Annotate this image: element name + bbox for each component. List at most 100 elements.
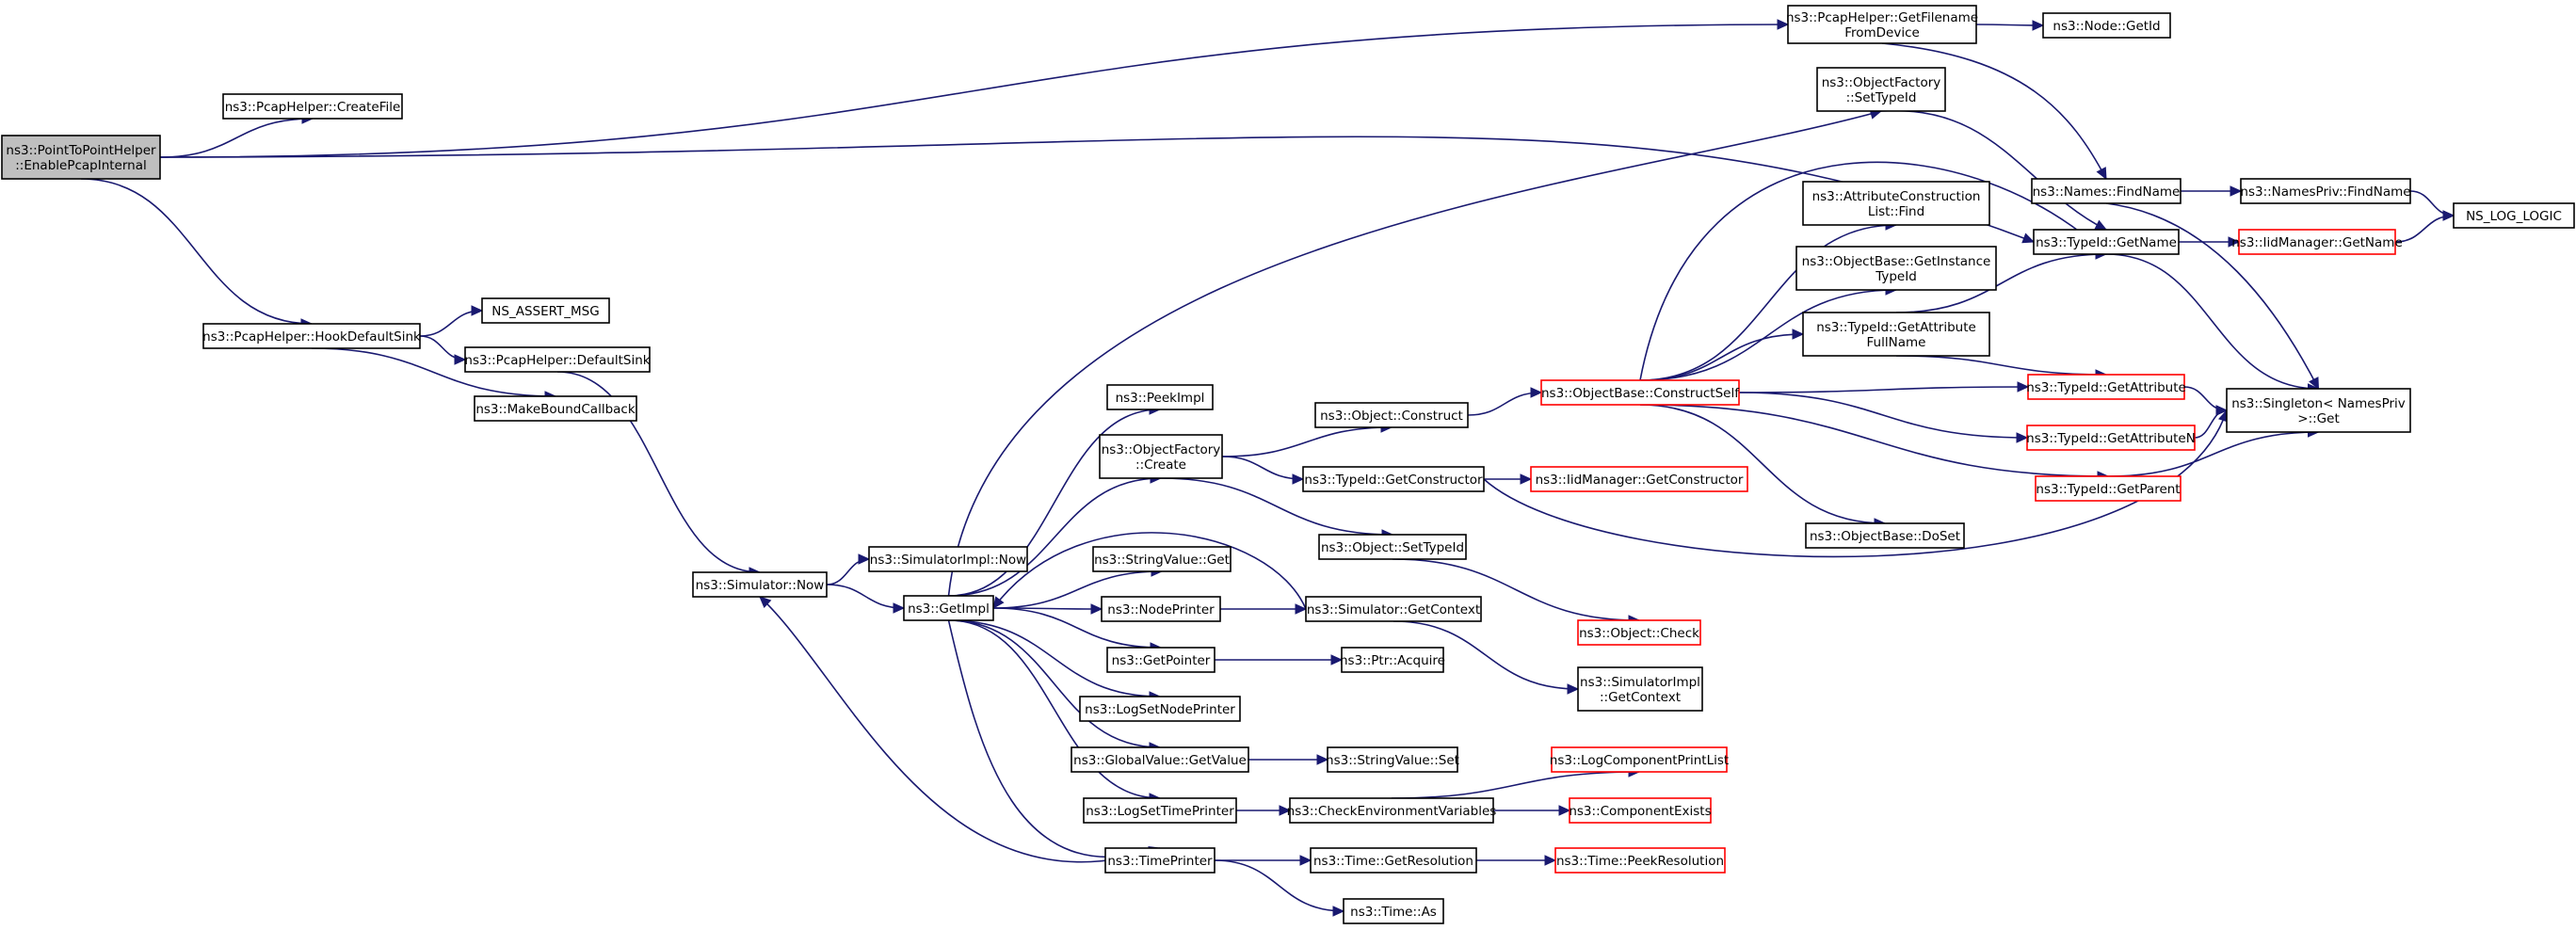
node-singletonget[interactable]: ns3::Singleton< NamesPriv >::Get	[2226, 388, 2411, 433]
node-makeboundcallback[interactable]: ns3::MakeBoundCallback	[474, 395, 637, 422]
node-box[interactable]	[1083, 797, 1237, 824]
node-box[interactable]	[1530, 466, 1748, 492]
node-getimpl[interactable]: ns3::GetImpl	[903, 595, 994, 621]
node-box[interactable]	[1802, 181, 1990, 226]
node-box[interactable]	[903, 595, 994, 621]
node-compexists[interactable]: ns3::ComponentExists	[1569, 797, 1712, 824]
node-simnow[interactable]: ns3::Simulator::Now	[692, 571, 828, 598]
node-nodegetid[interactable]: ns3::Node::GetId	[2042, 12, 2171, 39]
node-box[interactable]	[1071, 746, 1249, 773]
node-constructself[interactable]: ns3::ObjectBase::ConstructSelf	[1540, 379, 1740, 406]
node-box[interactable]	[1092, 546, 1232, 572]
node-box[interactable]	[1551, 746, 1728, 773]
node-typeidgetattributen[interactable]: ns3::TypeId::GetAttributeN	[2026, 425, 2196, 451]
node-box[interactable]	[222, 93, 403, 120]
node-root[interactable]: ns3::PointToPointHelper::EnablePcapInter…	[1, 135, 161, 180]
node-peekimpl[interactable]: ns3::PeekImpl	[1106, 384, 1214, 410]
node-hookdefaultsink[interactable]: ns3::PcapHelper::HookDefaultSink	[202, 323, 421, 349]
node-getpointer[interactable]: ns3::GetPointer	[1106, 647, 1216, 673]
node-box[interactable]	[1787, 5, 1977, 44]
node-box[interactable]	[2026, 425, 2196, 451]
node-typeidgetparent[interactable]: ns3::TypeId::GetParent	[2035, 475, 2182, 502]
node-namesprivfindname[interactable]: ns3::NamesPriv::FindName	[2240, 178, 2411, 204]
node-box[interactable]	[2031, 178, 2182, 204]
node-iidgetname[interactable]: ns3::IidManager::GetName	[2231, 229, 2403, 255]
node-objconstruct[interactable]: ns3::Object::Construct	[1314, 402, 1469, 428]
node-box[interactable]	[481, 297, 610, 324]
node-timeprinter[interactable]: ns3::TimePrinter	[1104, 847, 1216, 874]
node-nsassertmsg[interactable]: NS_ASSERT_MSG	[481, 297, 610, 324]
node-iidgetconstructor[interactable]: ns3::IidManager::GetConstructor	[1530, 466, 1748, 492]
node-box[interactable]	[1289, 797, 1494, 824]
node-box[interactable]	[868, 546, 1028, 572]
node-timeas[interactable]: ns3::Time::As	[1343, 898, 1444, 924]
node-box[interactable]	[2033, 229, 2180, 255]
node-nslog[interactable]: NS_LOG_LOGIC	[2453, 202, 2575, 229]
node-logcompprintlist[interactable]: ns3::LogComponentPrintList	[1550, 746, 1729, 773]
node-box[interactable]	[1795, 246, 1997, 291]
node-box[interactable]	[2226, 388, 2411, 433]
node-globalvalueget[interactable]: ns3::GlobalValue::GetValue	[1071, 746, 1249, 773]
node-box[interactable]	[1104, 847, 1216, 874]
node-box[interactable]	[202, 323, 421, 349]
node-box[interactable]	[1305, 596, 1482, 622]
node-box[interactable]	[1106, 384, 1214, 410]
node-box[interactable]	[1569, 797, 1712, 824]
node-box[interactable]	[1, 135, 161, 180]
node-box[interactable]	[1314, 402, 1469, 428]
node-peekresolution[interactable]: ns3::Time::PeekResolution	[1554, 847, 1726, 874]
node-dosetobj[interactable]: ns3::ObjectBase::DoSet	[1805, 522, 1965, 549]
node-box[interactable]	[1802, 312, 1990, 357]
node-objcheck[interactable]: ns3::Object::Check	[1577, 619, 1701, 646]
node-checkenvvars[interactable]: ns3::CheckEnvironmentVariables	[1287, 797, 1497, 824]
node-simgetcontext[interactable]: ns3::Simulator::GetContext	[1305, 596, 1482, 622]
node-simimplnow[interactable]: ns3::SimulatorImpl::Now	[868, 546, 1028, 572]
node-ofsettypeid[interactable]: ns3::ObjectFactory::SetTypeId	[1816, 67, 1946, 112]
node-box[interactable]	[2035, 475, 2182, 502]
node-box[interactable]	[1101, 596, 1221, 622]
node-box[interactable]	[1302, 466, 1485, 492]
node-timegetresolution[interactable]: ns3::Time::GetResolution	[1310, 847, 1477, 874]
node-box[interactable]	[1816, 67, 1946, 112]
node-logsetnodeprinter[interactable]: ns3::LogSetNodePrinter	[1079, 696, 1241, 722]
node-simimplgetcontext[interactable]: ns3::SimulatorImpl::GetContext	[1577, 666, 1703, 712]
node-box[interactable]	[2453, 202, 2575, 229]
node-box[interactable]	[1106, 647, 1216, 673]
node-box[interactable]	[474, 395, 637, 422]
node-stringvalueset[interactable]: ns3::StringValue::Set	[1326, 746, 1459, 773]
node-box[interactable]	[1318, 534, 1467, 560]
node-ofcreate[interactable]: ns3::ObjectFactory::Create	[1099, 434, 1223, 479]
node-box[interactable]	[1343, 898, 1444, 924]
node-defaultsink[interactable]: ns3::PcapHelper::DefaultSink	[464, 346, 651, 373]
node-box[interactable]	[1099, 434, 1223, 479]
node-box[interactable]	[692, 571, 828, 598]
node-box[interactable]	[1341, 647, 1444, 673]
node-box[interactable]	[1805, 522, 1965, 549]
node-stringvalueget[interactable]: ns3::StringValue::Get	[1092, 546, 1232, 572]
node-box[interactable]	[1577, 619, 1701, 646]
node-typeidgetconstructor[interactable]: ns3::TypeId::GetConstructor	[1302, 466, 1485, 492]
node-createfile[interactable]: ns3::PcapHelper::CreateFile	[222, 93, 403, 120]
node-nodeprinter[interactable]: ns3::NodePrinter	[1101, 596, 1221, 622]
node-logsettimeprinter[interactable]: ns3::LogSetTimePrinter	[1083, 797, 1237, 824]
node-box[interactable]	[1554, 847, 1726, 874]
node-box[interactable]	[464, 346, 651, 373]
node-box[interactable]	[1577, 666, 1703, 712]
node-typeidgetname[interactable]: ns3::TypeId::GetName	[2033, 229, 2180, 255]
node-box[interactable]	[1079, 696, 1241, 722]
node-namesfindname[interactable]: ns3::Names::FindName	[2031, 178, 2182, 204]
node-box[interactable]	[2042, 12, 2171, 39]
node-box[interactable]	[1327, 746, 1458, 773]
node-box[interactable]	[2240, 178, 2411, 204]
node-box[interactable]	[2027, 374, 2185, 400]
node-typeidgetattribute[interactable]: ns3::TypeId::GetAttribute	[2026, 374, 2186, 400]
node-box[interactable]	[1310, 847, 1477, 874]
node-objsettypeid[interactable]: ns3::Object::SetTypeId	[1318, 534, 1467, 560]
node-ptracquire[interactable]: ns3::Ptr::Acquire	[1340, 647, 1445, 673]
node-box[interactable]	[1540, 379, 1740, 406]
node-box[interactable]	[2238, 229, 2396, 255]
